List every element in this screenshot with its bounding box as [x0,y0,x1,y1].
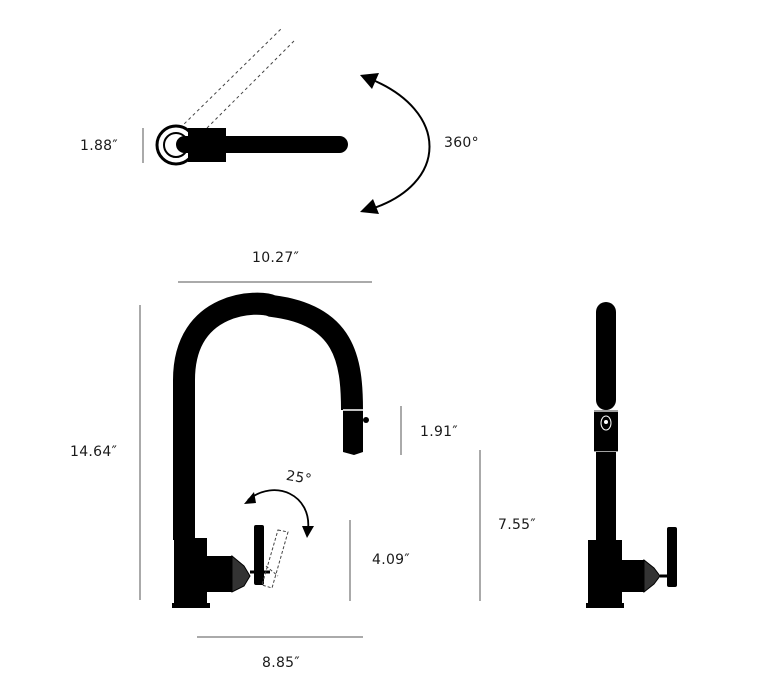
side-button-dot [604,420,608,424]
base-depth-label: 8.85″ [262,655,300,671]
lever-angle-arrow-left [244,492,256,504]
side-view [479,302,677,608]
side-spout-lower [596,452,616,542]
lever-angle-arrow-right [302,526,314,538]
side-handle-cap [643,558,661,594]
base-height-label: 4.09″ [372,552,410,568]
rotation-arrow-top [360,73,379,89]
rotation-arc [367,77,431,211]
front-base-plate [172,603,210,608]
total-height-label: 14.64″ [70,444,118,460]
side-spout-upper [596,302,616,410]
front-lever [254,525,264,585]
lever-angle-arc [247,489,310,531]
spout-reach-label: 10.27″ [252,250,300,266]
rotation-arrow-bottom [360,199,379,214]
top-view-spout [176,136,348,153]
front-base-body [174,538,207,606]
clearance-height-label: 7.55″ [498,517,536,533]
rotation-label: 360° [444,135,479,151]
dashed-rotation-guide-2 [206,39,296,129]
front-spout-gooseneck [173,292,363,540]
lever-ghost [261,529,289,589]
side-lever [667,527,677,587]
front-sprayhead [343,410,363,455]
front-view [139,281,402,638]
side-base-body [588,540,622,606]
dashed-rotation-guide-1 [179,27,283,129]
sprayhead-button [363,417,369,423]
side-base-plate [586,603,624,608]
handle-height-label: 1.88″ [80,138,118,154]
sprayhead-length-label: 1.91″ [420,424,458,440]
front-handle-cap [231,554,251,593]
top-view [142,27,431,214]
